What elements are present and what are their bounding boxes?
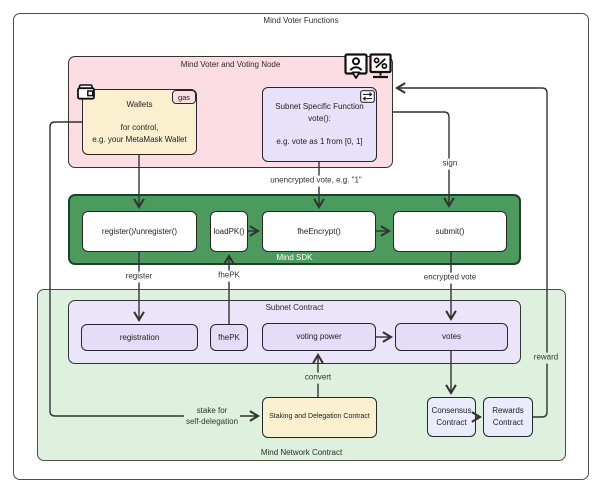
registration-label: registration — [119, 332, 160, 342]
voting-node-title: Mind Voter and Voting Node — [180, 60, 281, 69]
voting-power-node: voting power — [262, 323, 376, 351]
register-node: register()/unregister() — [82, 211, 197, 252]
edge-sign — [393, 111, 455, 209]
consensus-contract-label: Consensus Contract — [431, 406, 472, 427]
network-contract-label: Mind Network Contract — [260, 448, 343, 457]
submit-label: submit() — [435, 226, 465, 236]
edge-stake — [49, 121, 261, 422]
fheencrypt-node: fheEncrypt() — [262, 211, 376, 252]
swap-arrows-icon — [360, 90, 375, 103]
submit-node: submit() — [393, 211, 507, 252]
fheencrypt-label: fheEncrypt() — [297, 226, 341, 236]
wallet-icon — [77, 84, 96, 100]
rewards-contract-node: Rewards Contract — [483, 397, 533, 437]
fhepk-label: fhePK — [218, 332, 240, 342]
loadpk-label: loadPK() — [213, 226, 245, 236]
gas-badge: gas — [172, 90, 196, 104]
fhepk-node: fhePK — [210, 324, 248, 351]
subnet-function-text: Subnet Specific Function vote(): e.g. vo… — [275, 102, 364, 147]
votes-node: votes — [395, 323, 508, 351]
diagram-title: Mind Voter Functions — [263, 16, 339, 25]
edge-label-unencrypted: unencrypted vote, e.g. "1" — [268, 175, 364, 187]
consensus-contract-node: Consensus Contract — [427, 397, 476, 437]
mind-sdk-label: Mind SDK — [276, 253, 313, 262]
edge-label-stake: stake for self-delegation — [183, 406, 241, 428]
person-chat-icon — [344, 53, 368, 80]
registration-node: registration — [81, 324, 198, 351]
edge-label-fhepk: fhePK — [216, 270, 242, 282]
edge-label-sign: sign — [440, 158, 460, 170]
edge-label-reward: reward — [531, 352, 561, 364]
edge-label-register: register — [123, 271, 155, 283]
wallets-text: Wallets for control, e.g. your MetaMask … — [92, 99, 187, 144]
edge-reward — [394, 82, 548, 418]
subnet-contract-label: Subnet Contract — [265, 303, 324, 312]
subnet-function-node: Subnet Specific Function vote(): e.g. vo… — [262, 87, 377, 162]
register-label: register()/unregister() — [101, 226, 178, 236]
percent-monitor-icon — [369, 53, 392, 80]
staking-delegation-node: Staking and Delegation Contract — [262, 397, 377, 438]
voting-power-label: voting power — [296, 332, 342, 342]
staking-delegation-label: Staking and Delegation Contract — [269, 413, 370, 421]
edge-label-convert: convert — [302, 372, 334, 384]
rewards-contract-label: Rewards Contract — [492, 406, 524, 427]
edge-label-encrypted: encrypted vote — [421, 272, 479, 284]
votes-label: votes — [441, 332, 462, 342]
loadpk-node: loadPK() — [210, 211, 248, 252]
